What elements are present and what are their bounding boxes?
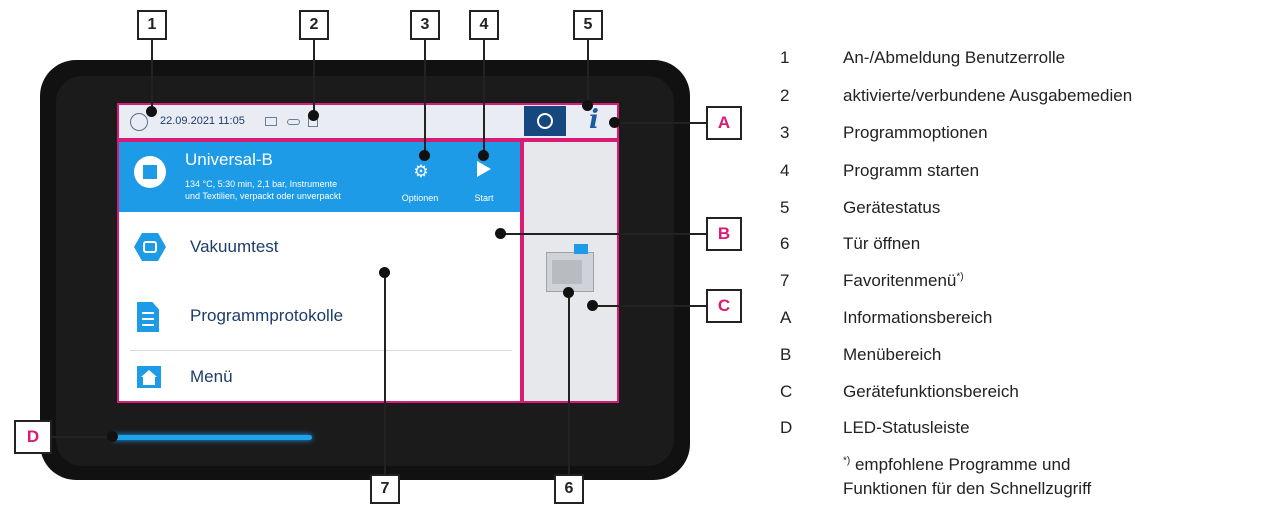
menu-item-vakuumtest[interactable]: Vakuumtest [190, 237, 279, 256]
legend-sup: *) [956, 271, 964, 283]
program-title: Universal-B [185, 150, 273, 169]
appliance-display [574, 244, 588, 254]
callout-line-4 [483, 38, 485, 152]
usb-icon [287, 119, 300, 125]
callout-4: 4 [469, 10, 499, 40]
menu-separator [130, 350, 512, 351]
callout-line-1 [151, 38, 153, 110]
legend-text: Tür öffnen [843, 234, 921, 253]
callout-dot-D [107, 431, 118, 442]
callout-line-3 [424, 38, 426, 152]
callout-line-5 [587, 38, 589, 102]
footnote-line2: Funktionen für den Schnellzugriff [843, 479, 1092, 498]
callout-dot-6 [563, 287, 574, 298]
callout-dot-C [587, 300, 598, 311]
legend-text: Gerätefunktionsbereich [843, 382, 1019, 401]
legend-text: Programm starten [843, 161, 980, 180]
callout-2: 2 [299, 10, 329, 40]
menu-item-protokolle[interactable]: Programmprotokolle [190, 306, 344, 325]
document-icon [137, 302, 159, 332]
callout-line-D [52, 436, 112, 438]
led-status-bar [112, 435, 312, 440]
legend-key: 6 [780, 234, 790, 253]
device-status-icon [537, 113, 553, 129]
callout-1: 1 [137, 10, 167, 40]
callout-line-6 [568, 292, 570, 476]
legend-key: 1 [780, 48, 790, 67]
vacuum-icon-glyph [143, 241, 157, 253]
info-icon[interactable]: i [589, 105, 599, 135]
callout-dot-5 [582, 100, 593, 111]
legend-key: D [780, 418, 793, 437]
appliance-door [552, 260, 582, 284]
callout-dot-1 [146, 106, 157, 117]
legend-key: 3 [780, 123, 790, 142]
callout-C: C [706, 289, 742, 323]
callout-5: 5 [573, 10, 603, 40]
callout-line-7 [384, 272, 386, 476]
legend-text: Programmoptionen [843, 123, 988, 142]
legend-key: 5 [780, 198, 790, 217]
legend-text: Informationsbereich [843, 308, 993, 327]
options-button[interactable]: Optionen [401, 193, 439, 203]
gear-icon[interactable]: ⚙ [413, 162, 429, 181]
legend-key: 2 [780, 86, 790, 105]
callout-dot-7 [379, 267, 390, 278]
user-role-icon[interactable] [130, 113, 148, 131]
legend-text: An-/Abmeldung Benutzerrolle [843, 48, 1066, 67]
callout-3: 3 [410, 10, 440, 40]
legend-key: 4 [780, 161, 790, 180]
legend-key: 7 [780, 271, 790, 290]
document-icon-line [142, 318, 154, 320]
callout-line-A [614, 122, 706, 124]
legend-key: B [780, 345, 792, 364]
menu-item-menue[interactable]: Menü [190, 367, 233, 386]
callout-D: D [14, 420, 52, 454]
callout-line-2 [313, 38, 315, 114]
legend-text-favoriten: Favoritenmenü*) [843, 271, 964, 291]
program-desc-line1: 134 °C, 5:30 min, 2,1 bar, Instrumente [185, 179, 338, 189]
footnote-text1: empfohlene Programme und [850, 455, 1071, 474]
document-icon-line [142, 312, 154, 314]
legend-text: Gerätestatus [843, 198, 941, 217]
callout-A: A [706, 106, 742, 140]
legend-text: LED-Statusleiste [843, 418, 970, 437]
legend-text: Menübereich [843, 345, 942, 364]
play-icon[interactable] [477, 161, 491, 177]
start-button[interactable]: Start [474, 193, 494, 203]
program-desc-line2: und Textilien, verpackt oder unverpackt [185, 191, 341, 201]
program-header[interactable] [119, 142, 520, 212]
program-icon-glyph [143, 165, 157, 179]
callout-B: B [706, 217, 742, 251]
callout-line-B [500, 233, 706, 235]
datetime-text: 22.09.2021 11:05 [160, 115, 245, 127]
callout-dot-B [495, 228, 506, 239]
callout-dot-3 [419, 150, 430, 161]
legend-key: A [780, 308, 792, 327]
callout-dot-A [609, 117, 620, 128]
callout-dot-2 [308, 110, 319, 121]
callout-6: 6 [554, 474, 584, 504]
document-icon-line [142, 324, 154, 326]
home-icon-roof [141, 370, 157, 377]
callout-line-C [592, 305, 706, 307]
footnote-mark: *) [843, 455, 851, 467]
callout-7: 7 [370, 474, 400, 504]
callout-dot-4 [478, 150, 489, 161]
legend-text: Favoritenmenü [843, 271, 957, 290]
legend-key: C [780, 382, 793, 401]
home-icon-body [143, 377, 155, 385]
legend-text: aktivierte/verbundene Ausgabemedien [843, 86, 1133, 105]
footnote-line1: *) empfohlene Programme und [843, 455, 1070, 475]
display-icon [265, 117, 277, 126]
